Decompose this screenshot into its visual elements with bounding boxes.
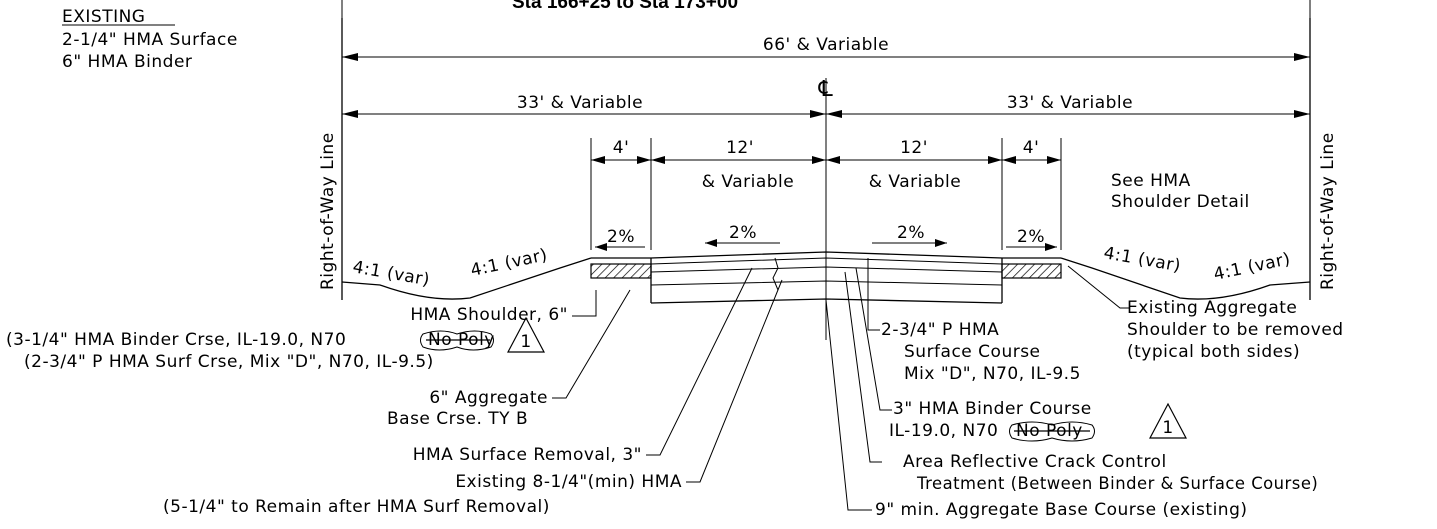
leader-existing-hma [686, 279, 783, 483]
pavement-bottom [650, 298, 1003, 304]
slope-arrowhead-sh-left [595, 243, 607, 251]
callout-p-hma-2: Surface Course [904, 342, 1041, 362]
callout-surface-removal: HMA Surface Removal, 3" [413, 445, 642, 465]
dim-shoulder-left: 4' [613, 138, 630, 158]
dim-lane-right-var: & Variable [869, 172, 962, 192]
revision-triangle-left [507, 316, 545, 353]
callout-p-hma-1: 2-3/4" P HMA [881, 320, 999, 340]
shoulder-detail-note-2: Shoulder Detail [1111, 192, 1250, 212]
revision-tag-left: 1 [520, 332, 531, 352]
arrow-ln-r2 [988, 156, 1002, 164]
arrow-half-l1 [342, 110, 358, 118]
row-label-right: Right-of-Way Line [1318, 132, 1338, 290]
callout-existing-agg-1: Existing Aggregate [1127, 298, 1297, 318]
callout-binder-2: IL-19.0, N70 [889, 421, 998, 441]
leader-existing-agg [1067, 265, 1130, 309]
arrow-half-r1 [826, 110, 842, 118]
pavement-layer-3 [650, 280, 1003, 286]
arrow-sh-l2 [637, 156, 651, 164]
pavement-layer-2 [650, 266, 1003, 273]
section-title: Sta 166+25 to Sta 173+00 [512, 0, 738, 13]
callout-agg-base-2: Base Crse. TY B [387, 409, 528, 429]
dim-lane-left-var: & Variable [702, 172, 795, 192]
side-slope-left-1: 4:1 (var) [351, 257, 431, 290]
leader-agg-base-6 [552, 289, 631, 399]
slope-arrowhead-lane-left [705, 239, 717, 247]
revision-tag-right: 1 [1162, 418, 1173, 438]
callout-existing-hma: Existing 8-1/4"(min) HMA [455, 472, 682, 492]
arrow-sh-r1 [1002, 156, 1016, 164]
callout-crack-2: Treatment (Between Binder & Surface Cour… [916, 474, 1318, 493]
callout-crack-1: Area Reflective Crack Control [903, 452, 1167, 472]
side-slope-right-2: 4:1 (var) [1212, 249, 1292, 285]
slope-lane-right: 2% [897, 223, 925, 243]
callout-surf-crse: (2-3/4" P HMA Surf Crse, Mix "D", N70, I… [24, 352, 434, 372]
arrow-ln-l1 [651, 156, 665, 164]
existing-binder: 6" HMA Binder [62, 52, 192, 72]
revision-triangle-right [1149, 402, 1187, 439]
shoulder-detail-note-1: See HMA [1111, 171, 1191, 191]
slope-arrowhead-lane-right [935, 239, 947, 247]
centerline-symbol: ℄ [818, 77, 834, 102]
callout-binder-crse: (3-1/4" HMA Binder Crse, IL-19.0, N70 [6, 330, 346, 350]
leader-crack [844, 271, 882, 463]
dim-half-left: 33' & Variable [517, 93, 643, 113]
slope-shoulder-left: 2% [607, 227, 635, 247]
shoulder-right-hatch [1001, 263, 1062, 279]
callout-hma-shoulder: HMA Shoulder, 6" [410, 305, 568, 325]
leader-p-hma [867, 258, 880, 331]
leader-hma-shoulder [572, 290, 597, 317]
side-slope-right-1: 4:1 (var) [1102, 243, 1182, 276]
arrow-total-left [342, 53, 358, 61]
row-label-left: Right-of-Way Line [318, 132, 338, 290]
arrow-half-l2 [810, 110, 826, 118]
existing-heading: EXISTING [62, 7, 145, 27]
callout-p-hma-3: Mix "D", N70, IL-9.5 [904, 364, 1081, 384]
leader-binder [855, 267, 892, 411]
callout-binder-1: 3" HMA Binder Course [893, 399, 1092, 419]
dim-lane-left: 12' [726, 138, 754, 158]
no-poly-cloud-right [1009, 421, 1095, 442]
dim-lane-right: 12' [900, 138, 928, 158]
shoulder-left-hatch [590, 263, 652, 279]
dim-shoulder-right: 4' [1023, 138, 1040, 158]
dim-total-width: 66' & Variable [763, 35, 889, 55]
callout-existing-agg-2: Shoulder to be removed [1127, 320, 1344, 340]
slope-lane-left: 2% [729, 223, 757, 243]
arrow-half-r2 [1294, 110, 1310, 118]
leader-agg-base-9 [825, 299, 872, 511]
arrow-ln-l2 [812, 156, 826, 164]
ground-right [1060, 257, 1311, 300]
callout-agg-base-9: 9" min. Aggregate Base Course (existing) [875, 500, 1248, 520]
break-line [772, 257, 779, 291]
callout-agg-base-1: 6" Aggregate [429, 388, 548, 408]
callout-existing-agg-3: (typical both sides) [1127, 342, 1300, 362]
pavement-layer-1 [650, 257, 1003, 265]
dim-half-right: 33' & Variable [1007, 93, 1133, 113]
no-poly-cloud-left [420, 330, 494, 351]
pavement-top [591, 251, 1061, 259]
slope-shoulder-right: 2% [1017, 227, 1045, 247]
ground-left [341, 257, 592, 300]
leader-surface-removal [646, 267, 753, 456]
slope-arrowhead-sh-right [1045, 243, 1057, 251]
existing-surface: 2-1/4" HMA Surface [62, 30, 238, 50]
callout-remain: (5-1/4" to Remain after HMA Surf Removal… [163, 497, 550, 517]
arrow-sh-l1 [591, 156, 605, 164]
arrow-ln-r1 [826, 156, 840, 164]
arrow-total-right [1294, 53, 1310, 61]
arrow-sh-r2 [1047, 156, 1061, 164]
